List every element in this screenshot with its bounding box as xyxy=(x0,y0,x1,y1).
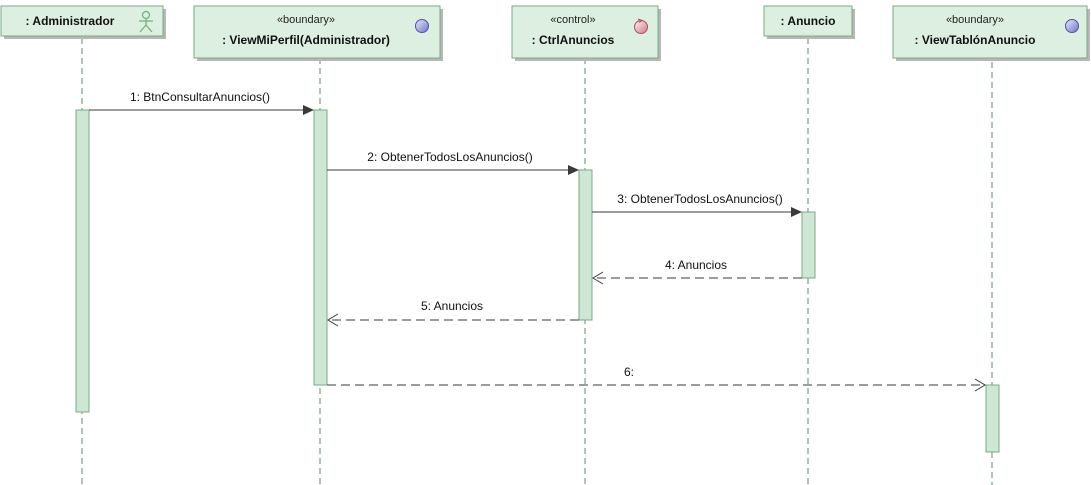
lifeline-viewtablonanuncio-name: : ViewTablónAnuncio xyxy=(915,33,1036,47)
lifeline-administrador-name: : Administrador xyxy=(26,14,115,28)
control-icon xyxy=(634,18,648,34)
message-5-label: 5: Anuncios xyxy=(421,299,483,313)
message-6-label: 6: xyxy=(624,365,634,379)
activation-anuncio xyxy=(801,211,816,279)
lifeline-ctrlanuncios-name: : CtrlAnuncios xyxy=(532,33,615,47)
lifeline-administrador[interactable]: : Administrador xyxy=(0,5,166,39)
open-arrow-head-icon xyxy=(592,271,604,285)
message-1[interactable]: 1: BtnConsultarAnuncios() xyxy=(89,90,314,115)
lifeline-anuncio-name: : Anuncio xyxy=(781,14,836,28)
lifeline-viewmiperfil[interactable]: «boundary» : ViewMiPerfil(Administrador) xyxy=(193,5,443,61)
open-arrow-head-icon xyxy=(974,378,986,392)
actor-icon xyxy=(139,10,153,33)
arrow-head-icon xyxy=(303,105,314,115)
open-arrow-head-icon xyxy=(327,313,339,327)
activation-viewmiperfil xyxy=(313,109,328,386)
message-3-label: 3: ObtenerTodosLosAnuncios() xyxy=(617,192,782,206)
activation-administrador xyxy=(75,109,90,413)
lifeline-ctrlanuncios-stereotype: «control» xyxy=(550,14,595,26)
message-2[interactable]: 2: ObtenerTodosLosAnuncios() xyxy=(327,150,579,175)
activation-viewtablonanuncio xyxy=(985,384,1000,453)
arrow-head-icon xyxy=(791,207,802,217)
boundary-icon xyxy=(415,19,429,33)
message-2-label: 2: ObtenerTodosLosAnuncios() xyxy=(367,150,532,164)
message-3[interactable]: 3: ObtenerTodosLosAnuncios() xyxy=(592,192,802,217)
message-4[interactable]: 4: Anuncios xyxy=(592,258,802,285)
message-1-label: 1: BtnConsultarAnuncios() xyxy=(130,90,270,104)
message-6[interactable]: 6: xyxy=(327,365,986,392)
lifeline-viewtablonanuncio[interactable]: «boundary» : ViewTablónAnuncio xyxy=(892,5,1090,61)
lifeline-viewmiperfil-stereotype: «boundary» xyxy=(277,14,335,26)
activation-ctrlanuncios xyxy=(578,169,593,321)
lifeline-viewmiperfil-name: : ViewMiPerfil(Administrador) xyxy=(222,33,390,47)
message-4-label: 4: Anuncios xyxy=(665,258,727,272)
message-5[interactable]: 5: Anuncios xyxy=(327,299,579,327)
lifeline-ctrlanuncios[interactable]: «control» : CtrlAnuncios xyxy=(511,5,661,61)
lifeline-anuncio[interactable]: : Anuncio xyxy=(763,5,855,39)
arrow-head-icon xyxy=(568,165,579,175)
boundary-icon xyxy=(1065,19,1079,33)
lifeline-viewtablonanuncio-stereotype: «boundary» xyxy=(946,14,1004,26)
